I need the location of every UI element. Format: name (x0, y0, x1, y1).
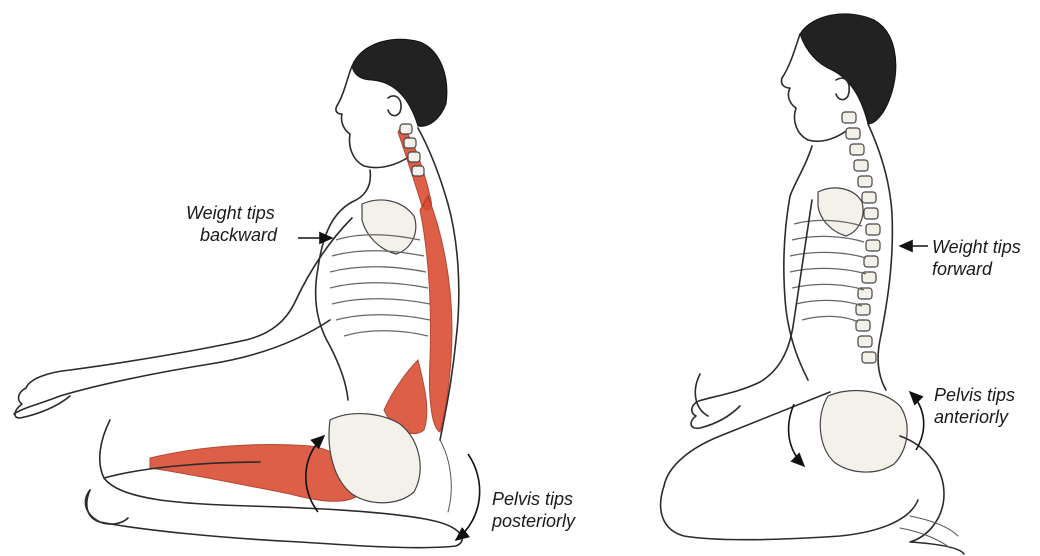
left-figure (14, 39, 462, 547)
left-ear (388, 96, 401, 116)
right-hand (691, 400, 740, 428)
left-weight-line2: backward (186, 224, 277, 246)
left-weight-label: Weight tips backward (186, 202, 277, 246)
right-weight-line2: forward (932, 258, 1021, 280)
right-pelvis-line2: anteriorly (934, 406, 1015, 428)
right-weight-label: Weight tips forward (932, 236, 1021, 280)
right-pelvis-label: Pelvis tips anteriorly (934, 384, 1015, 428)
left-pelvis-label: Pelvis tips posteriorly (492, 488, 575, 532)
left-pelvis-line2: posteriorly (492, 510, 575, 532)
right-ear (836, 78, 849, 99)
right-upper-knee (695, 374, 708, 416)
right-scapula (818, 188, 863, 236)
right-arm (702, 200, 812, 400)
right-weight-line1: Weight tips (932, 236, 1021, 258)
left-ribcage (330, 235, 430, 336)
right-head-hair (800, 14, 896, 124)
curved-arrow-down-icon (456, 454, 480, 540)
right-figure (661, 14, 964, 554)
left-forearm (14, 320, 330, 414)
right-knee-outline (661, 486, 918, 540)
right-pelvis (820, 391, 907, 473)
right-cushion (900, 436, 964, 554)
left-pelvis-line1: Pelvis tips (492, 488, 575, 510)
left-weight-line1: Weight tips (186, 202, 277, 224)
right-thigh (664, 392, 830, 486)
right-vertebrae (842, 112, 880, 363)
left-cushion-line (440, 440, 451, 512)
left-scapula (362, 200, 416, 254)
right-pelvis-line1: Pelvis tips (934, 384, 1015, 406)
curved-arrow-down-icon-right (789, 404, 804, 466)
left-foot (87, 490, 128, 524)
